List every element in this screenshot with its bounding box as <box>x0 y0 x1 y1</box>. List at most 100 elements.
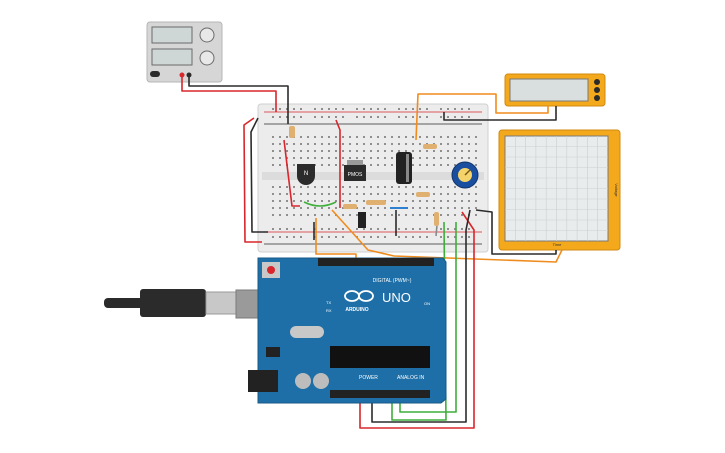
breadboard-hole[interactable] <box>321 186 323 188</box>
rail-hole[interactable] <box>454 116 456 118</box>
rail-hole[interactable] <box>272 228 274 230</box>
breadboard-hole[interactable] <box>412 214 414 216</box>
breadboard-hole[interactable] <box>447 193 449 195</box>
breadboard-hole[interactable] <box>321 164 323 166</box>
breadboard-hole[interactable] <box>391 136 393 138</box>
breadboard-hole[interactable] <box>307 143 309 145</box>
rail-hole[interactable] <box>419 228 421 230</box>
breadboard-hole[interactable] <box>356 207 358 209</box>
breadboard-hole[interactable] <box>328 143 330 145</box>
rail-hole[interactable] <box>293 228 295 230</box>
breadboard-hole[interactable] <box>475 186 477 188</box>
rail-hole[interactable] <box>272 116 274 118</box>
breadboard-hole[interactable] <box>286 150 288 152</box>
breadboard-hole[interactable] <box>398 214 400 216</box>
breadboard-hole[interactable] <box>440 214 442 216</box>
breadboard-hole[interactable] <box>391 157 393 159</box>
breadboard-hole[interactable] <box>321 143 323 145</box>
rail-hole[interactable] <box>370 236 372 238</box>
rail-hole[interactable] <box>356 116 358 118</box>
breadboard-hole[interactable] <box>342 164 344 166</box>
breadboard-hole[interactable] <box>279 164 281 166</box>
rail-hole[interactable] <box>370 228 372 230</box>
rail-hole[interactable] <box>398 116 400 118</box>
rail-hole[interactable] <box>286 236 288 238</box>
breadboard-hole[interactable] <box>356 200 358 202</box>
breadboard-hole[interactable] <box>447 214 449 216</box>
breadboard-hole[interactable] <box>342 157 344 159</box>
rail-hole[interactable] <box>272 108 274 110</box>
breadboard-hole[interactable] <box>342 193 344 195</box>
breadboard-hole[interactable] <box>440 143 442 145</box>
breadboard-hole[interactable] <box>356 214 358 216</box>
breadboard-hole[interactable] <box>286 200 288 202</box>
breadboard-hole[interactable] <box>321 207 323 209</box>
rail-hole[interactable] <box>377 228 379 230</box>
breadboard-hole[interactable] <box>279 193 281 195</box>
breadboard-hole[interactable] <box>419 207 421 209</box>
breadboard-hole[interactable] <box>272 214 274 216</box>
breadboard-hole[interactable] <box>377 193 379 195</box>
breadboard-hole[interactable] <box>391 164 393 166</box>
breadboard-hole[interactable] <box>440 157 442 159</box>
breadboard-hole[interactable] <box>363 136 365 138</box>
breadboard-hole[interactable] <box>293 164 295 166</box>
breadboard-hole[interactable] <box>468 157 470 159</box>
breadboard-hole[interactable] <box>314 207 316 209</box>
breadboard-hole[interactable] <box>272 150 274 152</box>
breadboard-hole[interactable] <box>377 136 379 138</box>
breadboard-hole[interactable] <box>433 207 435 209</box>
breadboard-hole[interactable] <box>468 200 470 202</box>
breadboard-hole[interactable] <box>426 207 428 209</box>
rail-hole[interactable] <box>384 116 386 118</box>
breadboard-hole[interactable] <box>307 193 309 195</box>
rail-hole[interactable] <box>384 236 386 238</box>
breadboard-hole[interactable] <box>454 207 456 209</box>
rail-hole[interactable] <box>440 116 442 118</box>
breadboard-hole[interactable] <box>433 164 435 166</box>
breadboard-hole[interactable] <box>363 193 365 195</box>
breadboard-hole[interactable] <box>342 207 344 209</box>
rail-hole[interactable] <box>335 236 337 238</box>
rail-hole[interactable] <box>279 236 281 238</box>
breadboard-hole[interactable] <box>356 136 358 138</box>
rail-hole[interactable] <box>279 108 281 110</box>
breadboard-hole[interactable] <box>300 136 302 138</box>
breadboard-hole[interactable] <box>426 200 428 202</box>
rail-hole[interactable] <box>405 228 407 230</box>
breadboard-hole[interactable] <box>328 136 330 138</box>
rail-hole[interactable] <box>286 228 288 230</box>
rail-hole[interactable] <box>279 116 281 118</box>
breadboard-hole[interactable] <box>314 193 316 195</box>
breadboard-hole[interactable] <box>342 136 344 138</box>
multimeter[interactable] <box>504 73 606 107</box>
rail-hole[interactable] <box>279 228 281 230</box>
rail-hole[interactable] <box>300 236 302 238</box>
rail-hole[interactable] <box>300 228 302 230</box>
rail-hole[interactable] <box>419 108 421 110</box>
rail-hole[interactable] <box>426 228 428 230</box>
rail-hole[interactable] <box>321 236 323 238</box>
breadboard-hole[interactable] <box>272 186 274 188</box>
rail-hole[interactable] <box>426 108 428 110</box>
breadboard-hole[interactable] <box>384 207 386 209</box>
breadboard-hole[interactable] <box>377 143 379 145</box>
breadboard-hole[interactable] <box>419 200 421 202</box>
breadboard-hole[interactable] <box>391 214 393 216</box>
breadboard-hole[interactable] <box>384 214 386 216</box>
breadboard-hole[interactable] <box>391 200 393 202</box>
breadboard-hole[interactable] <box>293 207 295 209</box>
breadboard-hole[interactable] <box>440 150 442 152</box>
breadboard-hole[interactable] <box>426 164 428 166</box>
oscilloscope[interactable]: Voltage Time <box>498 129 621 251</box>
rail-hole[interactable] <box>405 108 407 110</box>
breadboard-hole[interactable] <box>272 164 274 166</box>
breadboard-hole[interactable] <box>314 143 316 145</box>
electrolytic-capacitor[interactable] <box>396 152 412 184</box>
breadboard-hole[interactable] <box>307 200 309 202</box>
rail-hole[interactable] <box>412 116 414 118</box>
breadboard-hole[interactable] <box>370 150 372 152</box>
breadboard-hole[interactable] <box>384 143 386 145</box>
breadboard-hole[interactable] <box>363 186 365 188</box>
